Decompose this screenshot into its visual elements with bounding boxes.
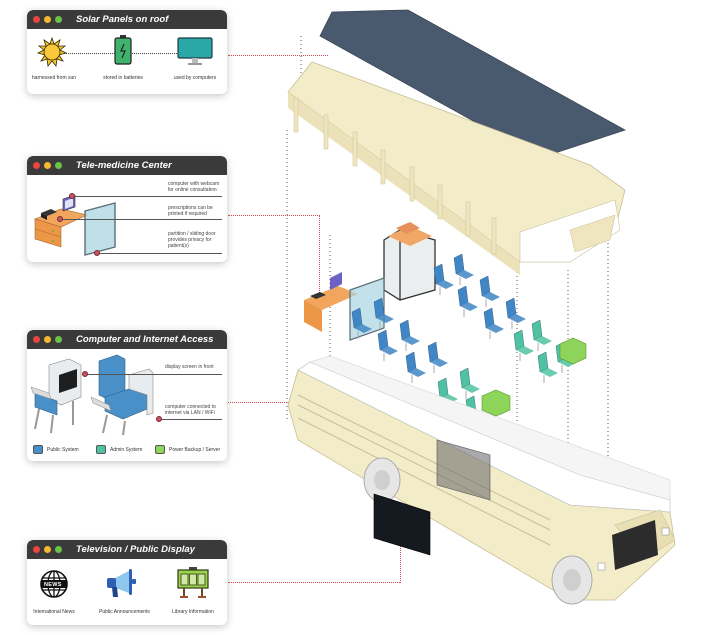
legend-item-power: Power Backup / Server [155, 445, 220, 454]
seat-illustration [30, 354, 154, 436]
item-caption: Library Information [172, 609, 214, 615]
legend-swatch [96, 445, 106, 454]
card-title: Computer and Internet Access [76, 334, 214, 345]
monitor-icon [177, 37, 213, 65]
solar-panel-roof [319, 9, 626, 159]
annotation-pin [69, 193, 75, 199]
annotation-text: computer connected to internet via LAN /… [165, 404, 216, 416]
legend-label: Admin System [110, 446, 143, 453]
maximize-dot-icon [55, 16, 62, 23]
connector-telemedicine [228, 215, 320, 216]
card-header: Computer and Internet Access [27, 330, 227, 349]
minimize-dot-icon [44, 16, 51, 23]
admin-seat [437, 377, 458, 409]
library-board-icon [177, 567, 209, 598]
server-box [481, 389, 511, 417]
headlight [661, 527, 670, 536]
public-seat [483, 307, 504, 339]
step-caption: used by computers [173, 75, 217, 81]
maximize-dot-icon [55, 546, 62, 553]
public-seat [399, 319, 420, 351]
legend-swatch [33, 445, 43, 454]
card-title: Solar Panels on roof [76, 14, 169, 25]
bus-grille [612, 520, 658, 570]
card-header: Solar Panels on roof [27, 10, 227, 29]
step-caption: stored in batteries [103, 75, 143, 81]
annotation-text: prescriptions can be printed if required [168, 205, 213, 217]
computer-internet-card: Computer and Internet Access display scr… [27, 330, 227, 461]
annotation-pin [156, 416, 162, 422]
desk-illustration [34, 194, 116, 256]
admin-seat [513, 329, 534, 361]
wheels [363, 457, 593, 605]
guide-lines [286, 36, 609, 500]
connector-tv [228, 582, 400, 583]
headlight [597, 562, 606, 571]
minimize-dot-icon [44, 336, 51, 343]
connector-telemedicine-vertical [319, 215, 320, 295]
public-seat [427, 341, 448, 373]
power-backup-box [559, 337, 587, 365]
annotation-text: display screen in front [165, 364, 214, 370]
bus-exploded-illustration [286, 9, 676, 605]
legend-item-public: Public System [33, 445, 79, 454]
annotation-pin [94, 250, 100, 256]
minimize-dot-icon [44, 162, 51, 169]
item-caption: Public Announcements [99, 609, 150, 615]
sun-icon [37, 37, 67, 67]
public-seat [373, 297, 394, 329]
connector-tv-vertical [400, 545, 401, 583]
admin-seat [531, 319, 552, 351]
annotation-pin [82, 371, 88, 377]
close-dot-icon [33, 336, 40, 343]
annotation-line [159, 419, 222, 420]
storage-cabinet [383, 222, 436, 301]
annotation-line [97, 253, 222, 254]
megaphone-icon [107, 569, 136, 597]
public-seat [405, 351, 426, 383]
telemedicine-card: Tele-medicine Center computer with webca [27, 156, 227, 262]
item-caption: International News [33, 609, 75, 615]
legend-label: Power Backup / Server [169, 446, 221, 453]
annotation-line [87, 374, 222, 375]
annotation-line [72, 196, 222, 197]
television-screen [373, 493, 431, 556]
maximize-dot-icon [55, 162, 62, 169]
television-display-card: Television / Public Display NEWS [27, 540, 227, 625]
card-header: Tele-medicine Center [27, 156, 227, 175]
battery-icon [114, 35, 132, 65]
legend-label: Public System [47, 446, 79, 453]
solar-panels-card: Solar Panels on roof harnessed from sun … [27, 10, 227, 94]
card-title: Tele-medicine Center [76, 160, 172, 171]
minimize-dot-icon [44, 546, 51, 553]
maximize-dot-icon [55, 336, 62, 343]
interior-partition [436, 439, 491, 501]
admin-seat [537, 351, 558, 383]
annotation-text: computer with webcam for online consulta… [168, 181, 220, 193]
card-header: Television / Public Display [27, 540, 227, 559]
admin-seat [459, 367, 480, 399]
telemedicine-desk [304, 272, 385, 341]
annotation-text: partition / sliding door provides privac… [168, 231, 216, 249]
public-seat [351, 307, 372, 339]
close-dot-icon [33, 546, 40, 553]
close-dot-icon [33, 162, 40, 169]
legend-item-admin: Admin System [96, 445, 142, 454]
annotation-line [60, 219, 222, 220]
public-seat [457, 285, 478, 317]
public-seat [453, 253, 474, 285]
legend-swatch [155, 445, 165, 454]
public-seat [377, 329, 398, 361]
news-badge: NEWS [44, 582, 62, 588]
public-seat [479, 275, 500, 307]
public-seat [433, 263, 454, 295]
connector-solar [228, 55, 328, 56]
close-dot-icon [33, 16, 40, 23]
annotation-pin [57, 216, 63, 222]
step-caption: harnessed from sun [31, 75, 77, 81]
news-globe-icon [40, 570, 68, 598]
bus-roof-shell [287, 61, 626, 275]
card-title: Television / Public Display [76, 544, 195, 555]
public-seat [505, 297, 526, 329]
